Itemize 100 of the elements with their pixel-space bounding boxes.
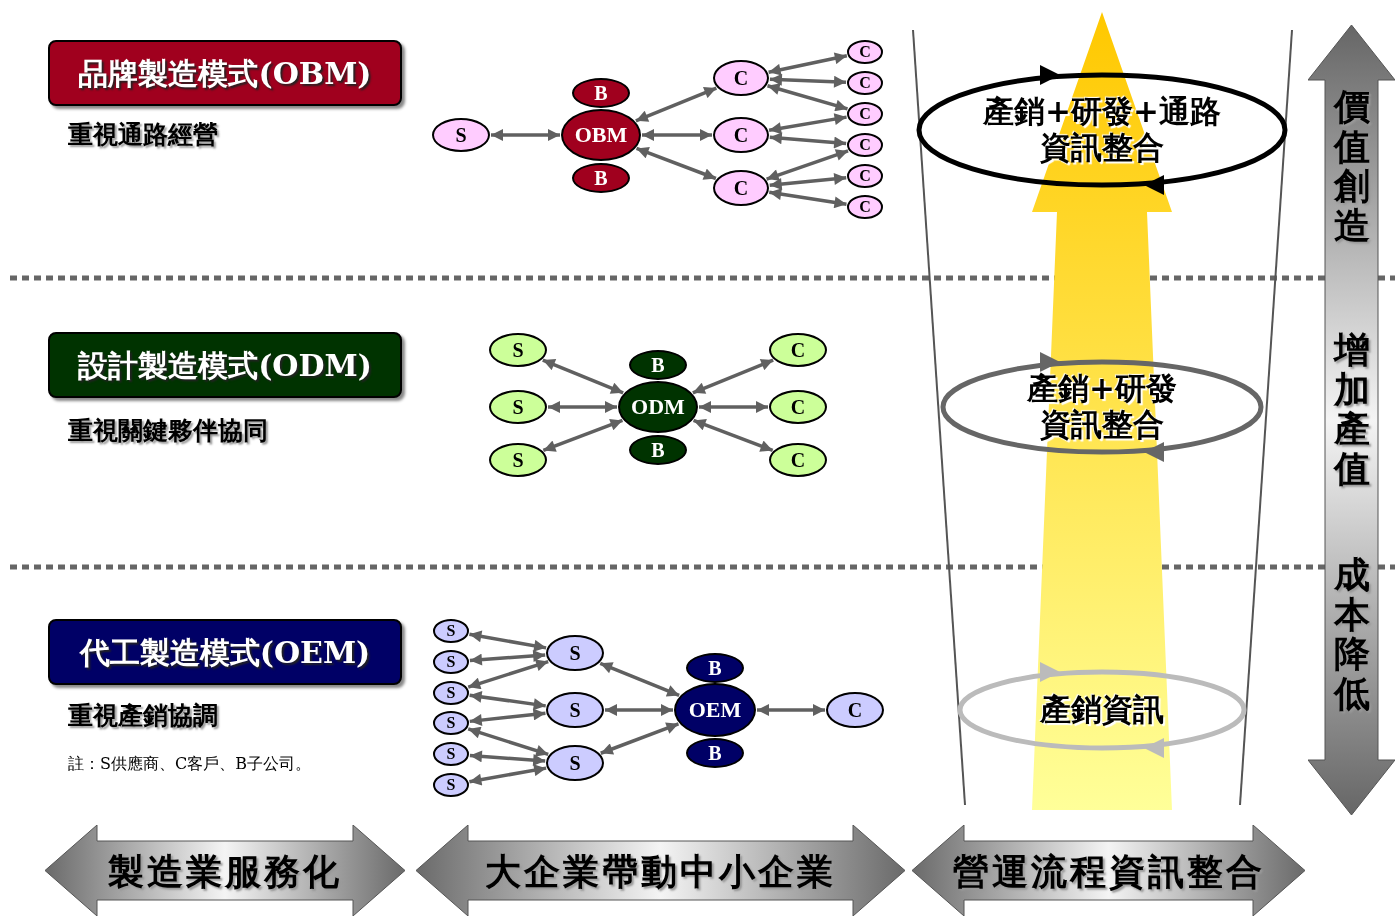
node-label: C bbox=[790, 340, 806, 360]
ellipse-node bbox=[847, 133, 883, 157]
node-label: S bbox=[446, 777, 456, 793]
double-arrow bbox=[757, 704, 825, 716]
node-label: C bbox=[859, 168, 871, 184]
double-arrow bbox=[769, 132, 847, 149]
node-label: S bbox=[446, 684, 456, 701]
node-label: C bbox=[859, 75, 871, 91]
arrow-label: 營運流程資訊整合 bbox=[952, 848, 1265, 894]
title-box bbox=[48, 40, 402, 106]
node-label: C bbox=[733, 68, 749, 88]
double-arrow bbox=[469, 764, 547, 786]
node-label: S bbox=[446, 746, 456, 763]
double-arrow bbox=[600, 722, 680, 755]
double-arrow bbox=[467, 659, 549, 690]
arrow-label: 大企業帶動中小企業 bbox=[485, 848, 836, 894]
subtitle-text: 重視通路經營 bbox=[68, 119, 218, 151]
title-text: 設計製造模式(ODM) bbox=[78, 346, 372, 385]
ellipse-node bbox=[847, 40, 883, 64]
node-label: C bbox=[859, 44, 871, 60]
node-label: C bbox=[790, 450, 806, 470]
node-label: C bbox=[847, 700, 863, 720]
node-label: C bbox=[733, 178, 749, 198]
double-arrow bbox=[692, 418, 774, 453]
node-label: S bbox=[512, 450, 524, 470]
ellipse-node bbox=[674, 683, 756, 737]
node-label: OBM bbox=[574, 124, 628, 146]
ellipse-node bbox=[572, 163, 630, 193]
ellipse-node bbox=[489, 443, 547, 477]
ellipse-node bbox=[489, 333, 547, 367]
ellipse-node bbox=[618, 381, 698, 433]
ellipse-node bbox=[433, 773, 469, 797]
title-box bbox=[48, 619, 402, 685]
ellipse-node bbox=[847, 71, 883, 95]
node-label: S bbox=[512, 340, 524, 360]
double-arrow bbox=[599, 661, 680, 698]
ellipse-node bbox=[433, 680, 469, 705]
ellipse-node bbox=[629, 350, 687, 380]
ellipse-node bbox=[546, 635, 604, 671]
double-arrow bbox=[542, 358, 624, 395]
double-arrow bbox=[768, 188, 847, 209]
double-arrow bbox=[635, 86, 718, 123]
double-arrow bbox=[768, 113, 847, 135]
ellipse-node bbox=[546, 692, 604, 728]
double-arrow bbox=[768, 52, 848, 76]
ellipse-node bbox=[489, 390, 547, 424]
ellipse-node bbox=[847, 102, 883, 126]
ellipse-node bbox=[686, 653, 744, 683]
node-label: ODM bbox=[631, 396, 685, 418]
node-label: OEM bbox=[688, 699, 742, 721]
ellipse-node bbox=[433, 619, 469, 643]
ellipse-node bbox=[433, 742, 469, 767]
title-text: 品牌製造模式(OBM) bbox=[78, 54, 372, 93]
vertical-label: 增加產值 bbox=[1333, 330, 1370, 489]
ellipse-node bbox=[561, 109, 641, 161]
double-arrow bbox=[491, 129, 560, 141]
node-label: C bbox=[859, 199, 871, 215]
node-label: S bbox=[446, 623, 456, 639]
node-label: C bbox=[733, 125, 749, 145]
ellipse-node bbox=[686, 738, 744, 768]
vertical-label: 價值創造 bbox=[1333, 87, 1370, 246]
ellipse-node bbox=[433, 649, 469, 674]
ellipse-node bbox=[826, 692, 884, 728]
double-arrow bbox=[469, 750, 546, 766]
node-label: S bbox=[446, 715, 456, 732]
ellipse-node bbox=[769, 333, 827, 367]
ellipse-node bbox=[769, 443, 827, 477]
node-label: S bbox=[569, 643, 581, 663]
ellipse-node bbox=[713, 117, 769, 153]
double-arrow bbox=[635, 146, 717, 181]
ellipse-node bbox=[713, 170, 769, 206]
node-label: B bbox=[651, 440, 665, 460]
ellipse-node bbox=[847, 195, 883, 219]
double-arrow bbox=[767, 83, 848, 112]
ellipse-node bbox=[572, 78, 630, 108]
double-arrow bbox=[642, 129, 712, 141]
node-label: B bbox=[651, 355, 665, 375]
double-arrow bbox=[469, 650, 546, 666]
node-label: C bbox=[859, 106, 871, 122]
node-label: S bbox=[569, 700, 581, 720]
double-arrow bbox=[469, 630, 547, 652]
ellipse-node bbox=[769, 390, 827, 424]
node-label: C bbox=[790, 397, 806, 417]
double-arrow bbox=[769, 173, 847, 191]
node-label: S bbox=[569, 753, 581, 773]
double-arrow bbox=[766, 149, 849, 181]
double-arrow bbox=[467, 726, 549, 757]
node-label: C bbox=[859, 137, 871, 153]
double-arrow bbox=[548, 401, 617, 413]
arrow-label: 製造業服務化 bbox=[108, 848, 342, 894]
title-box bbox=[48, 332, 402, 398]
node-label: B bbox=[708, 743, 722, 763]
double-arrow bbox=[699, 401, 768, 413]
double-arrow bbox=[605, 704, 673, 716]
node-label: B bbox=[594, 83, 608, 103]
title-text: 代工製造模式(OEM) bbox=[79, 633, 371, 672]
double-arrow bbox=[542, 418, 624, 453]
double-arrow bbox=[469, 690, 546, 711]
node-label: B bbox=[708, 658, 722, 678]
double-arrow bbox=[692, 358, 774, 395]
